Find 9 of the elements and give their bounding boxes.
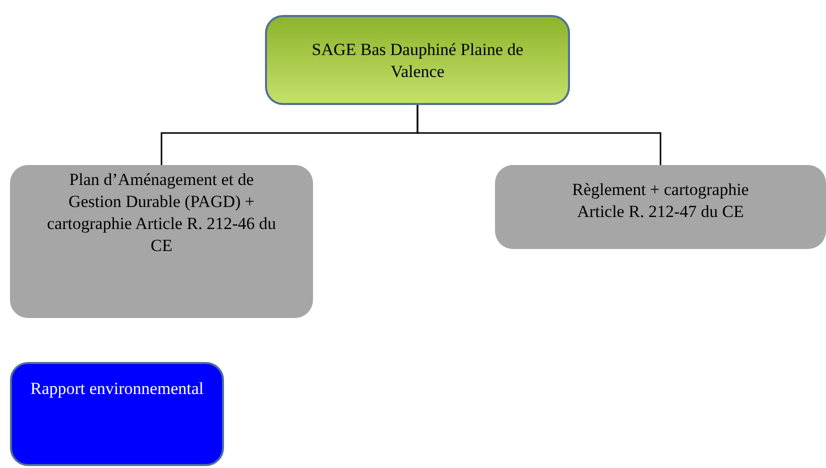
process-box <box>495 165 826 249</box>
title-box <box>265 15 570 105</box>
box-text: Règlement + cartographie Article R. 212-47 du CE <box>571 179 750 223</box>
report-box <box>10 362 224 466</box>
box-text: SAGE Bas Dauphiné Plaine de Valence <box>310 39 524 83</box>
box-text: Plan d’Aménagement et de Gestion Durable (PAGD) + cartographie Article R. 212-46 du CE <box>46 169 276 257</box>
box-text: Rapport environnemental <box>30 378 204 400</box>
process-box <box>10 165 313 318</box>
connector-line <box>416 105 662 165</box>
